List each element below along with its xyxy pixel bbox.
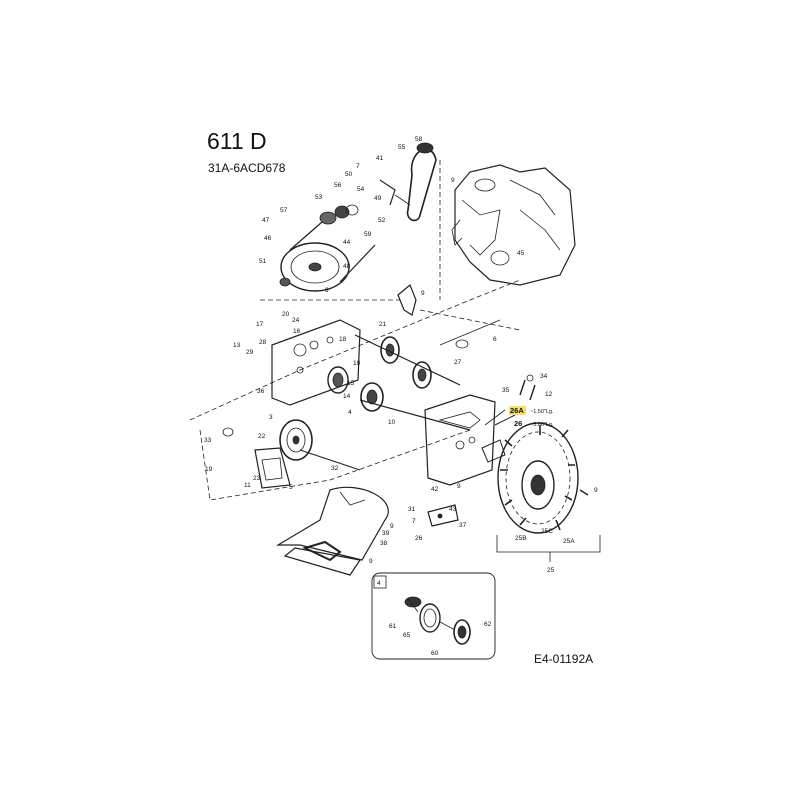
callout-c25: 25	[547, 567, 555, 574]
callout-c31: 31	[408, 506, 416, 513]
callout-c33: 33	[204, 437, 212, 444]
callout-c11: 11	[244, 482, 251, 489]
callout-c52: 52	[378, 217, 386, 224]
callout-c43: 43	[449, 506, 457, 513]
callout-c16: 16	[293, 328, 301, 335]
spec-26A: ~1.50"Lg.	[530, 409, 554, 415]
callout-c61: 61	[389, 623, 397, 630]
callout-c27: 27	[454, 359, 462, 366]
callout-c4a: 4	[348, 409, 352, 416]
callout-c9a: 9	[451, 177, 455, 184]
callout-c56: 56	[334, 182, 342, 189]
callout-c6: 6	[493, 336, 497, 343]
callout-c44: 44	[343, 239, 351, 246]
callout-c9e: 9	[390, 523, 394, 530]
callout-c12: 12	[545, 391, 553, 398]
callout-c54: 54	[357, 186, 365, 193]
callout-c32: 32	[331, 465, 339, 472]
assembly-guide-lines	[189, 160, 521, 501]
callout-c41: 41	[376, 155, 384, 162]
callout-c29: 29	[246, 349, 254, 356]
callout-c9f: 9	[369, 558, 373, 565]
callout-c23: 23	[253, 475, 261, 482]
callout-c15: 15	[347, 380, 355, 387]
callout-c53: 53	[315, 194, 323, 201]
callout-c28: 28	[259, 339, 267, 346]
callout-c49: 49	[374, 195, 382, 202]
callout-c7b: 7	[412, 518, 416, 525]
callout-labels: 5855417509565354574959524746445148459920…	[204, 136, 598, 657]
right-frame-plate	[424, 394, 506, 486]
callout-c21: 21	[379, 321, 387, 328]
callout-c3: 3	[269, 414, 273, 421]
callout-c34: 34	[540, 373, 548, 380]
callout-c65: 65	[403, 632, 411, 639]
callout-c13: 13	[233, 342, 241, 349]
callout-c24: 24	[292, 317, 300, 324]
callout-c35: 35	[502, 387, 510, 394]
callout-c22: 22	[258, 433, 266, 440]
model-number: 31A-6ACD678	[208, 161, 286, 175]
callout-c47: 47	[262, 217, 270, 224]
highlight-marker	[509, 406, 526, 415]
pulley-assembly	[279, 204, 376, 292]
callout-c9b: 9	[421, 290, 425, 297]
callout-c37: 37	[459, 522, 467, 529]
callout-c39: 39	[382, 530, 390, 537]
callout-c46: 46	[264, 235, 272, 242]
callout-c58: 58	[415, 136, 423, 143]
callout-c57: 57	[280, 207, 288, 214]
callout-c7a: 7	[356, 163, 360, 170]
callout-c60: 60	[431, 650, 439, 657]
detail-box	[371, 572, 496, 660]
callout-c50: 50	[345, 171, 353, 178]
callout-c25B: 25B	[515, 535, 527, 542]
figure-code: E4-01192A	[534, 652, 594, 666]
diagram-title: 611 D	[207, 128, 267, 154]
callout-c48: 48	[343, 263, 351, 270]
wheel-pin-parts	[519, 374, 589, 496]
callout-c25C: 25C	[541, 528, 553, 535]
callout-c18: 18	[339, 336, 347, 343]
wheel-tire	[497, 422, 579, 534]
shift-lever	[397, 284, 417, 316]
left-side-plate	[271, 319, 361, 406]
callout-c55: 55	[398, 144, 406, 151]
callout-c10: 10	[388, 419, 396, 426]
callout-c20: 20	[282, 311, 290, 318]
callout-c14: 14	[343, 393, 351, 400]
callout-c51: 51	[259, 258, 267, 265]
callout-c9d: 9	[457, 483, 461, 490]
callout-26: 26	[514, 419, 522, 428]
callout-c45: 45	[517, 250, 525, 257]
wheel-callout-bracket	[496, 535, 601, 562]
callout-c19b: 19	[205, 466, 213, 473]
drive-shaft	[481, 414, 516, 463]
callout-c36: 36	[257, 388, 265, 395]
engine-block	[451, 164, 576, 286]
spec-26: ~3.00"Lg.	[530, 422, 554, 428]
callout-c4box: 4	[377, 580, 381, 587]
gear-shaft-assembly	[354, 319, 501, 431]
callout-c59: 59	[364, 231, 372, 238]
drive-belt	[379, 142, 437, 222]
callout-c5: 5	[289, 484, 293, 491]
callout-c25A: 25A	[563, 538, 575, 545]
callout-c9g: 9	[594, 487, 598, 494]
auger-housing-left	[222, 419, 361, 489]
callout-c9c: 9	[325, 287, 329, 294]
callout-c26b: 26	[415, 535, 423, 542]
highlighted-callout: 26A ~1.50"Lg. 26 ~3.00"Lg.	[509, 406, 554, 428]
scraper-shield	[275, 486, 389, 576]
callout-c38: 38	[380, 540, 388, 547]
callout-c19a: 19	[353, 360, 361, 367]
callout-26A: 26A	[510, 406, 524, 415]
callout-c17: 17	[256, 321, 264, 328]
callout-c62: 62	[484, 621, 492, 628]
callout-c42: 42	[431, 486, 439, 493]
lower-bracket	[427, 504, 459, 527]
